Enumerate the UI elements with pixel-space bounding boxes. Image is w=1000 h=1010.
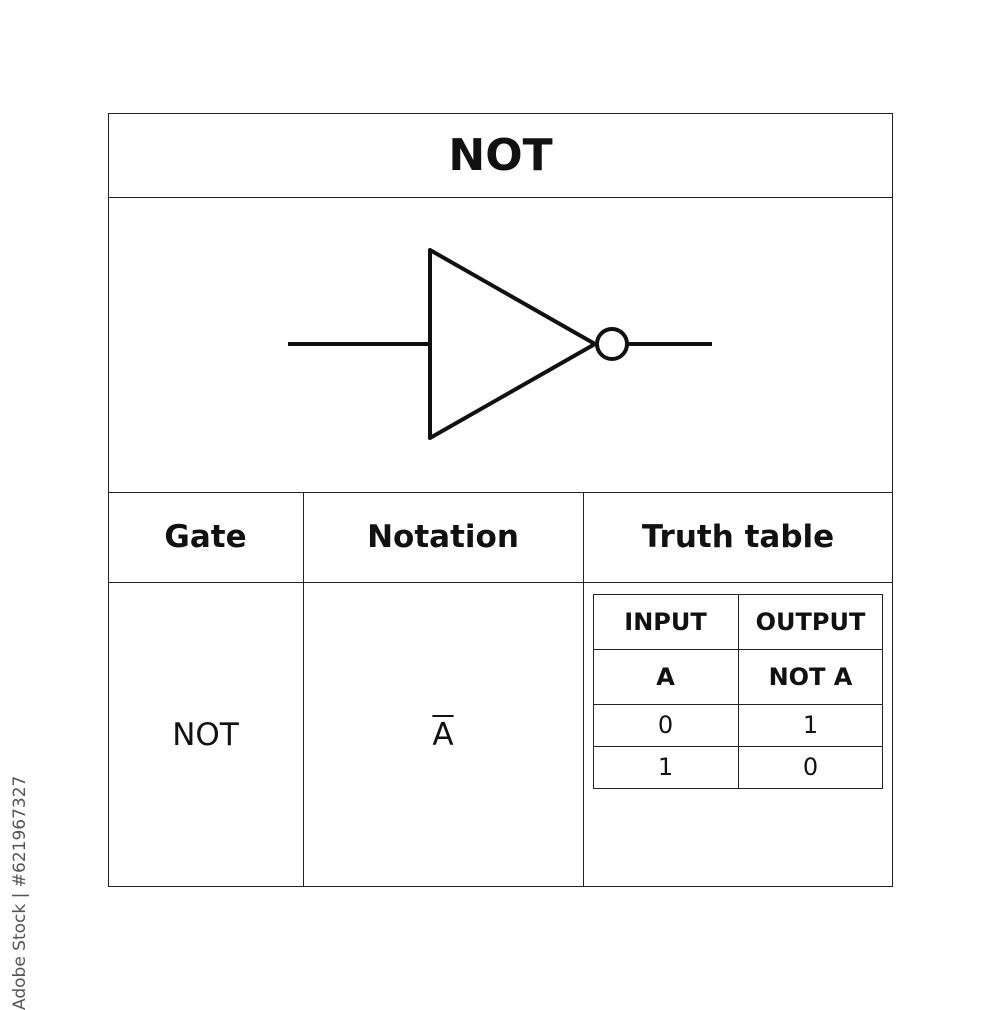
notation-cell: A xyxy=(303,582,583,887)
tt-cell: 1 xyxy=(802,711,819,739)
divider xyxy=(738,594,739,789)
not-gate-diagram xyxy=(108,113,893,887)
tt-cell: 0 xyxy=(802,753,819,781)
gate-name: NOT xyxy=(172,716,239,753)
divider xyxy=(108,582,893,583)
header-truth-table: Truth table xyxy=(641,519,835,555)
divider xyxy=(108,492,893,493)
buffer-triangle xyxy=(428,248,597,440)
header-gate: Gate xyxy=(164,519,247,555)
tt-subheader-output: NOT A xyxy=(768,662,853,691)
divider xyxy=(583,492,584,887)
divider xyxy=(303,492,304,887)
watermark-text: Adobe Stock | #621967327 xyxy=(10,775,30,1010)
inversion-bubble xyxy=(595,327,629,361)
notation-value: A xyxy=(432,716,454,753)
divider xyxy=(108,197,893,198)
tt-header-output: OUTPUT xyxy=(755,607,866,636)
tt-cell: 0 xyxy=(657,711,674,739)
header-notation: Notation xyxy=(367,519,519,555)
tt-subheader-input: A xyxy=(656,662,675,691)
page-title: NOT xyxy=(448,129,553,181)
tt-header-input: INPUT xyxy=(624,607,707,636)
tt-cell: 1 xyxy=(657,753,674,781)
